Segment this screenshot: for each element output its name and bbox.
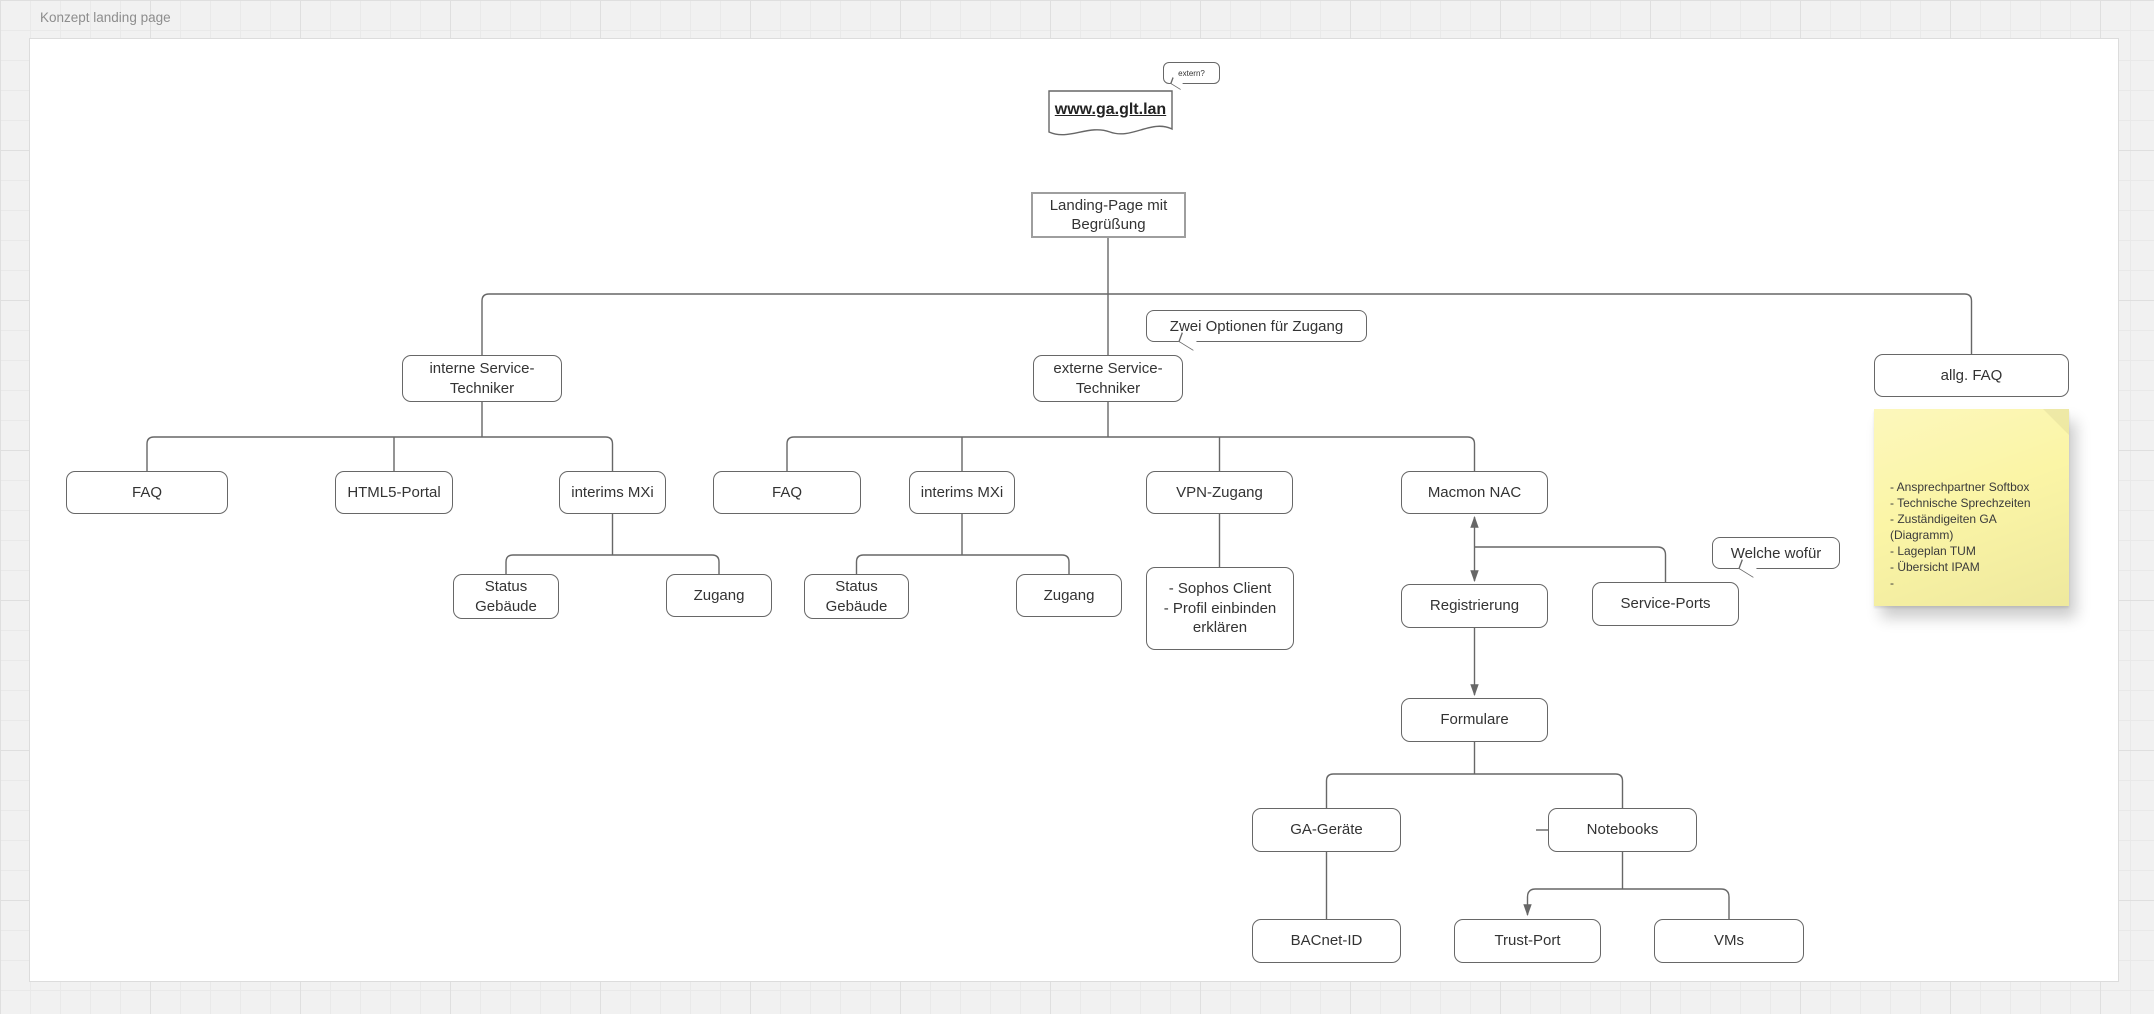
node-allg-faq[interactable]: allg. FAQ [1874, 354, 2069, 397]
node-landing-page[interactable]: Landing-Page mit Begrüßung [1031, 192, 1186, 238]
node-zugang-mid[interactable]: Zugang [1016, 574, 1122, 617]
sticky-note[interactable]: - Ansprechpartner Softbox - Technische S… [1874, 409, 2069, 606]
node-status-gebaeude-mid[interactable]: Status Gebäude [804, 574, 909, 619]
node-bacnet-id[interactable]: BACnet-ID [1252, 919, 1401, 963]
callout-zwei-optionen-label: Zwei Optionen für Zugang [1169, 317, 1344, 335]
node-vms[interactable]: VMs [1654, 919, 1804, 963]
node-sophos-client[interactable]: - Sophos Client - Profil einbinden erklä… [1146, 567, 1294, 650]
callout-extern-label: extern? [1178, 68, 1205, 78]
sticky-note-text: - Ansprechpartner Softbox - Technische S… [1890, 480, 2031, 590]
node-zugang-left[interactable]: Zugang [666, 574, 772, 617]
node-formulare[interactable]: Formulare [1401, 698, 1548, 742]
callout-extern[interactable]: extern? [1163, 62, 1220, 90]
url-document-shape[interactable]: www.ga.glt.lan [1048, 90, 1173, 142]
node-interne-service-techniker[interactable]: interne Service-Techniker [402, 355, 562, 402]
callout-tail [1170, 77, 1183, 90]
callout-tail [1738, 559, 1757, 578]
node-macmon-nac[interactable]: Macmon NAC [1401, 471, 1548, 514]
callout-tail [1178, 332, 1197, 351]
sticky-note-fold [2043, 409, 2069, 435]
node-externe-service-techniker[interactable]: externe Service-Techniker [1033, 355, 1183, 402]
url-label: www.ga.glt.lan [1054, 101, 1167, 118]
node-service-ports[interactable]: Service-Ports [1592, 582, 1739, 626]
node-interims-mxi-mid[interactable]: interims MXi [909, 471, 1015, 514]
node-trust-port[interactable]: Trust-Port [1454, 919, 1601, 963]
diagram-canvas[interactable]: www.ga.glt.lan extern? Zwei Optionen für… [29, 38, 2119, 982]
node-status-gebaeude-left[interactable]: Status Gebäude [453, 574, 559, 619]
node-faq-left[interactable]: FAQ [66, 471, 228, 514]
node-registrierung[interactable]: Registrierung [1401, 584, 1548, 628]
callout-zwei-optionen[interactable]: Zwei Optionen für Zugang [1146, 310, 1367, 351]
document-shape-outline [1048, 90, 1173, 136]
node-ga-geraete[interactable]: GA-Geräte [1252, 808, 1401, 852]
node-notebooks[interactable]: Notebooks [1548, 808, 1697, 852]
page-title: Konzept landing page [40, 10, 171, 25]
node-html5-portal[interactable]: HTML5-Portal [335, 471, 453, 514]
node-faq-mid[interactable]: FAQ [713, 471, 861, 514]
node-interims-mxi-left[interactable]: interims MXi [559, 471, 666, 514]
callout-welche-wofuer-label: Welche wofür [1730, 544, 1822, 562]
node-vpn-zugang[interactable]: VPN-Zugang [1146, 471, 1293, 514]
callout-welche-wofuer[interactable]: Welche wofür [1712, 537, 1840, 578]
